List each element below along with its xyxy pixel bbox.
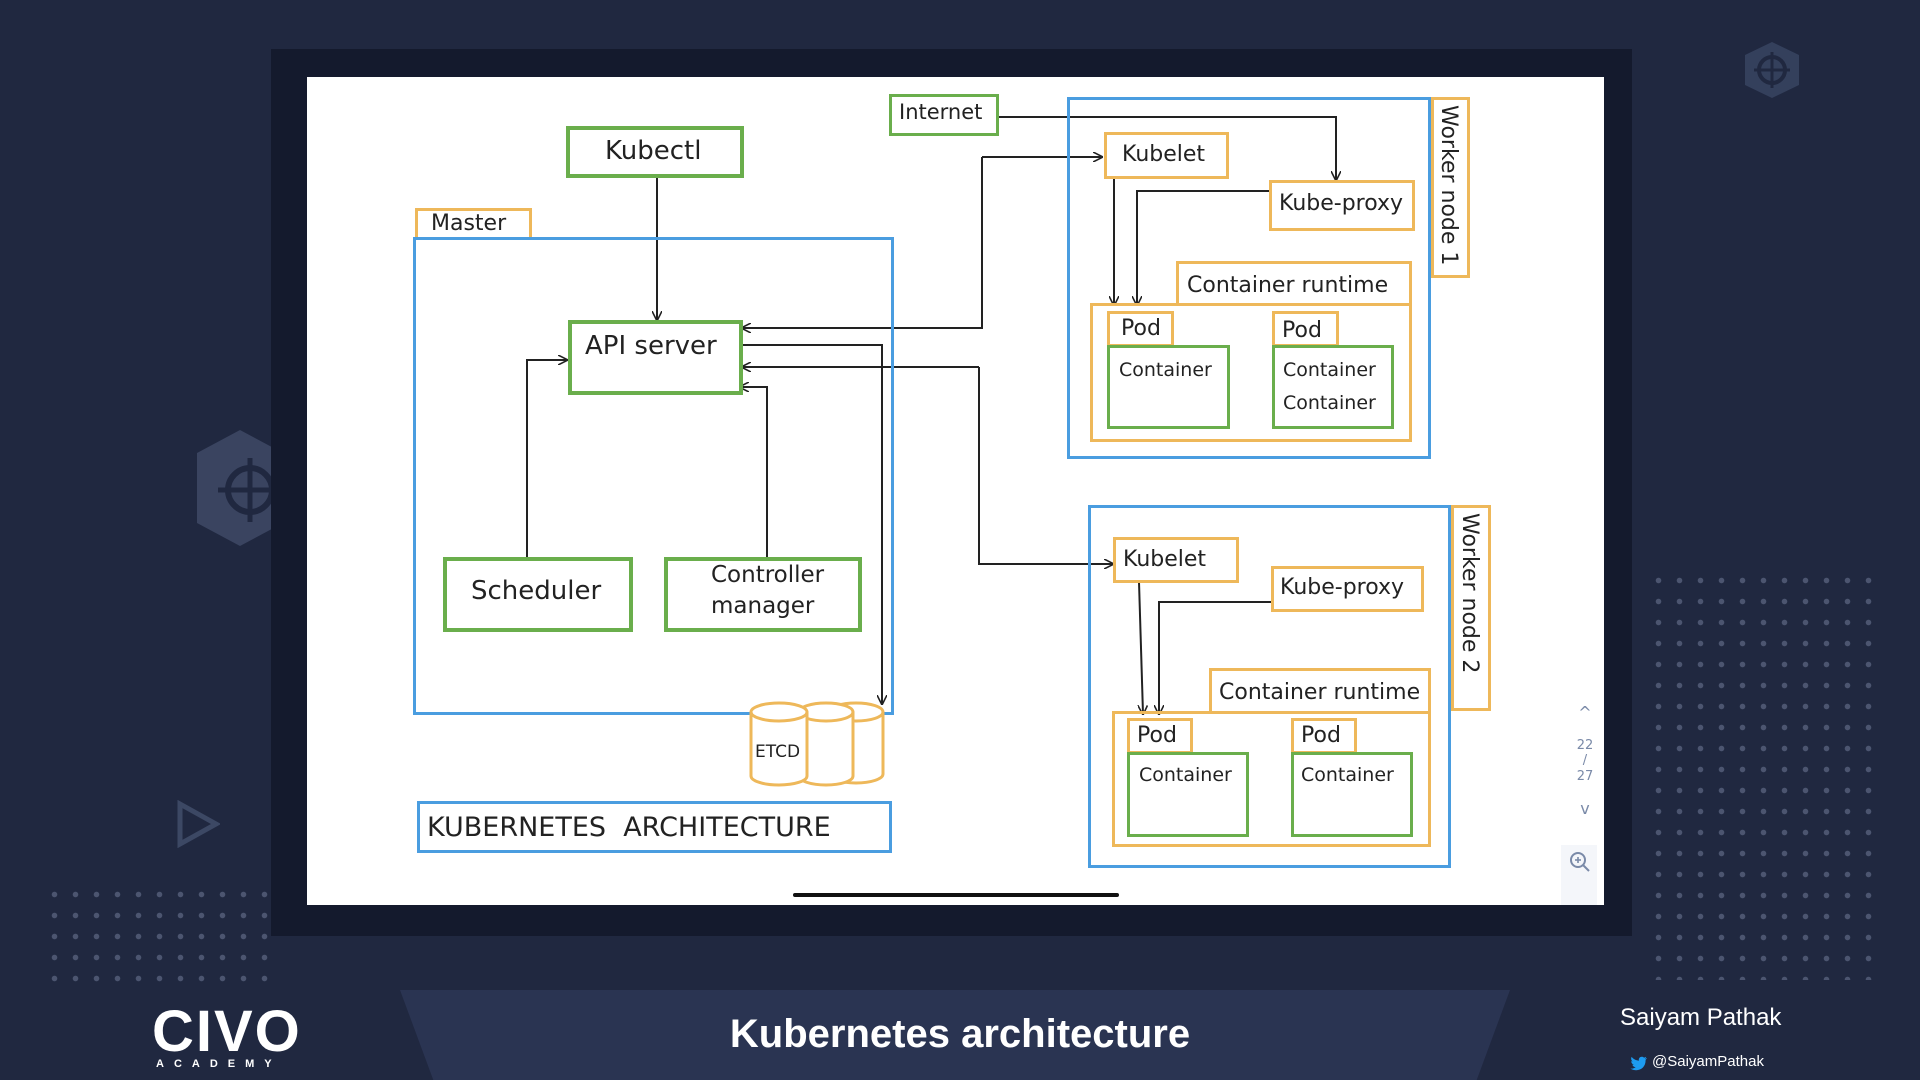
home-indicator-bar [793,893,1119,897]
worker-node-2-label: Worker node 2 [1457,513,1482,674]
container-runtime-2-box [1112,711,1431,847]
title-banner [400,990,1510,1080]
twitter-icon [1630,1056,1647,1071]
pod-2b-label: Pod [1301,723,1341,748]
worker-node-2-label-box [1451,505,1491,711]
internet-label: Internet [899,100,983,124]
pod-1a-label: Pod [1121,316,1161,341]
pod-1b-container-2: Container [1283,392,1376,414]
pod-1b-label: Pod [1282,318,1322,343]
scheduler-box [443,557,633,632]
api-server-label: API server [585,331,717,361]
kubelet-2-label: Kubelet [1123,547,1207,572]
pod-2b-box [1291,752,1413,837]
pod-1a-box [1107,345,1230,429]
container-runtime-1-box [1090,303,1412,442]
controller-manager-label-line1: Controller [711,562,825,588]
page-total: 27 [1576,769,1594,784]
kube-proxy-2-box [1271,566,1424,612]
controller-manager-label-line2: manager [711,593,815,619]
pod-2a-container: Container [1139,764,1232,786]
kubectl-label: Kubectl [605,136,702,166]
page-current: 22 [1576,738,1594,753]
pod-2a-box [1127,752,1249,837]
kube-proxy-1-label: Kube-proxy [1279,191,1404,216]
master-node-box [413,237,894,715]
architecture-title: KUBERNETES ARCHITECTURE [427,812,831,843]
author-handle: @SaiyamPathak [1652,1053,1764,1070]
connector-lines [526,116,1604,905]
api-server-box [568,320,743,395]
kube-proxy-1-box [1269,180,1415,231]
worker-node-2-box [1088,505,1451,868]
play-icon [177,800,220,848]
etcd-database-icon [749,701,885,787]
kubectl-box [566,126,744,178]
helm-icon [1745,42,1799,98]
pod-1b-box [1272,345,1394,429]
kubelet-1-label: Kubelet [1122,142,1206,167]
kube-proxy-2-label: Kube-proxy [1280,575,1405,600]
etcd-label: ETCD [755,742,801,762]
kubelet-2-box [1113,537,1239,583]
kubelet-1-box [1104,132,1229,179]
page-up-button[interactable]: ^ [1578,703,1592,722]
slide: Kubectl Master API server Scheduler Cont… [307,77,1604,905]
author-name: Saiyam Pathak [1620,1004,1782,1031]
civo-academy-label: ACADEMY [156,1058,282,1070]
scheduler-label: Scheduler [471,576,602,606]
architecture-title-box [417,801,892,853]
controller-manager-box [664,557,862,632]
page-separator: / [1582,753,1588,768]
container-runtime-1-label: Container runtime [1187,273,1389,298]
pod-2b-container: Container [1301,764,1394,786]
video-title: Kubernetes architecture [729,1012,1191,1056]
dot-grid-right [1648,570,1876,980]
container-runtime-2-label: Container runtime [1219,680,1421,705]
civo-logo: CIVO [152,999,302,1064]
internet-box [889,94,999,136]
worker-node-1-label-box [1431,97,1470,278]
page-down-button[interactable]: v [1580,799,1590,818]
zoom-in-icon[interactable] [1561,845,1597,905]
dot-grid-left [44,884,274,984]
pod-1b-container-1: Container [1283,359,1376,381]
pod-1a-container: Container [1119,359,1212,381]
worker-node-1-label: Worker node 1 [1436,105,1461,266]
master-label: Master [431,211,507,236]
pod-2a-label: Pod [1137,723,1177,748]
worker-node-1-box [1067,97,1431,459]
